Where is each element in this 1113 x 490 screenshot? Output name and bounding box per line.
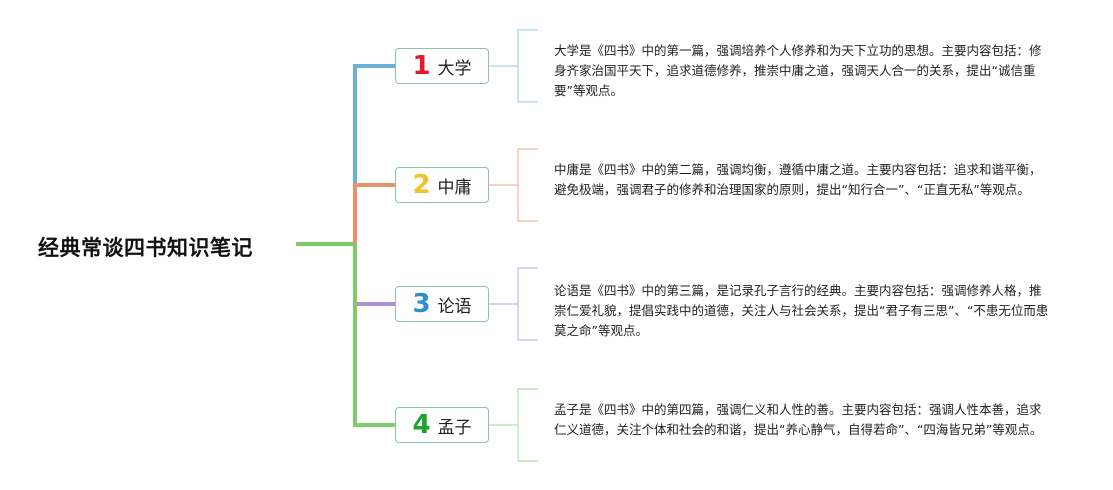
desc-mengzi: 孟子是《四书》中的第四篇，强调仁义和人性的善。主要内容包括：强调人性本善，追求仁… xyxy=(554,402,1043,437)
desc-zhongyong: 中庸是《四书》中的第二篇，强调均衡，遵循中庸之道。主要内容包括：追求和谐平衡，避… xyxy=(554,162,1042,197)
branch-1-line xyxy=(353,64,395,244)
desc-connector-4 xyxy=(489,388,538,462)
node-label-zhongyong: 中庸 xyxy=(437,177,472,198)
desc-connector-2 xyxy=(489,148,538,222)
node-label-mengzi: 孟子 xyxy=(437,417,472,438)
node-label-lunyu: 论语 xyxy=(437,296,472,317)
branch-4-line xyxy=(353,244,395,427)
desc-lunyu: 论语是《四书》中的第三篇，是记录孔子言行的经典。主要内容包括：强调修养人格，推崇… xyxy=(554,283,1049,338)
number-badge-1: 1 xyxy=(412,51,431,81)
node-mengzi[interactable]: 4 孟子 xyxy=(395,407,489,443)
desc-connector-1 xyxy=(489,29,538,103)
number-badge-4: 4 xyxy=(412,410,431,440)
node-zhongyong[interactable]: 2 中庸 xyxy=(395,167,489,203)
node-daxue[interactable]: 1 大学 xyxy=(395,48,489,84)
branch-2-line xyxy=(353,183,395,244)
node-lunyu[interactable]: 3 论语 xyxy=(395,286,489,322)
node-label-daxue: 大学 xyxy=(437,58,472,79)
root-title: 经典常谈四书知识笔记 xyxy=(38,236,253,260)
number-badge-2: 2 xyxy=(412,170,431,200)
desc-daxue: 大学是《四书》中的第一篇，强调培养个人修养和为天下立功的思想。主要内容包括：修身… xyxy=(554,43,1042,98)
number-badge-3: 3 xyxy=(412,289,431,319)
desc-connector-3 xyxy=(489,267,538,341)
